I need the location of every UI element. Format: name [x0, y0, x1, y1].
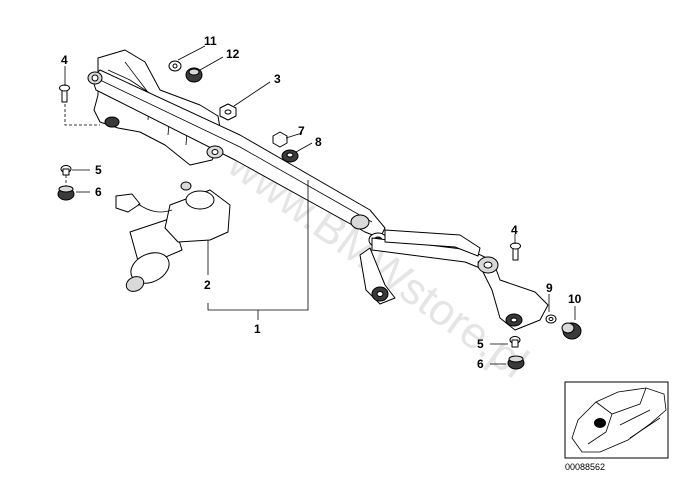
- bolt-right: [510, 242, 521, 261]
- cap-12: [185, 67, 203, 83]
- bushing-left: [60, 165, 72, 176]
- callout-5-left: 5: [95, 163, 102, 177]
- car-location-thumbnail: 00088562: [564, 381, 669, 472]
- callout-12: 12: [226, 47, 240, 61]
- grommet-left: [57, 185, 75, 201]
- nut-7: [272, 131, 288, 148]
- callout-5-right: 5: [477, 337, 484, 351]
- callout-6-left: 6: [95, 185, 102, 199]
- bushing-right: [509, 336, 521, 348]
- callout-3: 3: [274, 72, 281, 86]
- grommet-right: [507, 355, 525, 370]
- wiper-motor: [115, 181, 231, 292]
- callout-9: 9: [546, 281, 553, 295]
- callout-1: 1: [254, 322, 261, 336]
- callout-6-right: 6: [477, 357, 484, 371]
- reference-number: 00088562: [565, 462, 605, 472]
- callout-2: 2: [204, 278, 211, 292]
- wiper-linkage-frame: [87, 49, 549, 331]
- callout-4-right: 4: [511, 223, 518, 237]
- leader-lines: [64, 45, 576, 365]
- callout-11: 11: [204, 34, 217, 48]
- grommet-10: [561, 322, 582, 340]
- nut-3: [219, 103, 237, 121]
- callout-8: 8: [315, 135, 322, 149]
- washer-9: [545, 314, 557, 324]
- callout-7: 7: [298, 124, 305, 138]
- callout-10: 10: [568, 292, 582, 306]
- callout-labels: 11 12 4 3 7 8 5 6 2 1 4 9 10 5 6: [61, 34, 582, 371]
- bolt-left: [59, 84, 70, 103]
- bushing-8: [281, 149, 299, 163]
- callout-4-left: 4: [61, 53, 68, 67]
- washer-11: [168, 60, 182, 72]
